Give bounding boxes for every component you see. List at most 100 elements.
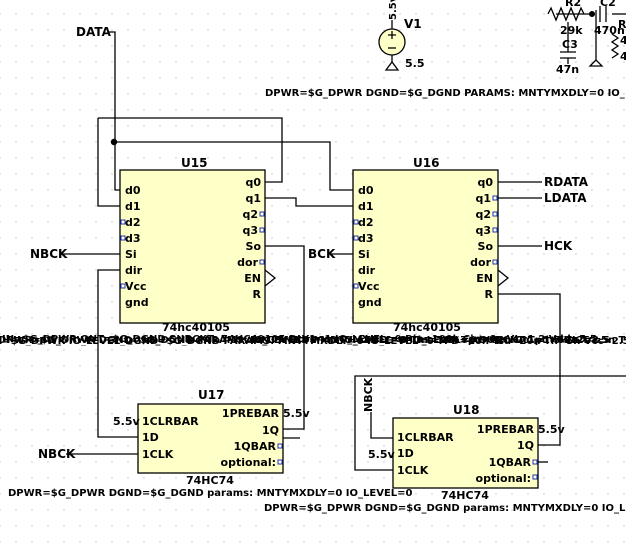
v1-rail-arrow (384, 60, 400, 71)
u17-ref: U17 (198, 388, 224, 402)
u17-pin-clk: 1CLK (142, 448, 174, 461)
params-overlap-c: N=$G_DPWR IO_LEVEL_DGND=$G_DGND PARAMS: … (0, 336, 626, 347)
c3-value-label: 47n (556, 63, 579, 76)
u16-pin-r: R (485, 288, 494, 301)
u15-pin-r: R (253, 288, 262, 301)
u18-part: 74HC74 (441, 489, 489, 502)
r2-ref-label: R2 (565, 0, 581, 9)
v1-source-symbol[interactable] (378, 28, 406, 56)
partial-4b-label: 4 (620, 50, 626, 63)
u18-ref: U18 (453, 403, 479, 417)
u15-body[interactable] (119, 169, 266, 324)
net-label-nbck-u18: NBCK (362, 377, 375, 412)
v1-value-label: 5.5 (405, 57, 425, 70)
u17-pin-clrbar: 1CLRBAR (142, 415, 199, 428)
partial-4-label: 4 (620, 34, 626, 47)
u16-pin-d0: d0 (358, 184, 374, 197)
u15-en-triangle (264, 269, 277, 287)
r2-value-label: 29k (560, 24, 583, 37)
net-label-nbck-bottom: NBCK (38, 447, 76, 461)
params-overlap: DPWR=$G_DPWR DGND=$G_DGND PARAMS: MNTYMX… (0, 334, 626, 347)
u16-pin-vcc: Vcc (358, 280, 380, 293)
partial-r-label: R (618, 18, 626, 31)
u16-pin-q0: q0 (477, 176, 493, 189)
u17-pin-d: 1D (142, 431, 159, 444)
u16-pin-q1: q1 (475, 192, 491, 205)
net-label-ldata: LDATA (544, 191, 587, 205)
v1-rail-top-label: 5.5v (388, 0, 399, 20)
u18-pin-optional: optional: (476, 472, 531, 485)
c2-ref-label: C2 (600, 0, 616, 9)
u18-body[interactable] (392, 417, 539, 489)
u17-pin-qbar: 1QBAR (234, 440, 277, 453)
params-overlap-a: DPWR=$G_DPWR DGND=$G_DGND PARAMS: MNTYMX… (0, 335, 610, 346)
net-label-hck: HCK (544, 239, 573, 253)
u15-pin-q2: q2 (242, 208, 258, 221)
v1-ref-label: V1 (404, 17, 422, 31)
u17-pin-q: 1Q (262, 424, 279, 437)
junction-dot (588, 10, 596, 18)
partial-resistor-symbol (610, 33, 620, 59)
u15-pin-dir: dir (125, 264, 143, 277)
u15-pin-q0: q0 (245, 176, 261, 189)
net-label-data: DATA (76, 25, 112, 39)
u15-pin-q1: q1 (245, 192, 261, 205)
u18-rail-right: 5.5v (538, 423, 565, 436)
u17-body[interactable] (137, 403, 284, 474)
net-label-nbck-top: NBCK (30, 247, 68, 261)
u16-pin-q2: q2 (475, 208, 491, 221)
u17-pin-optional: optional: (221, 456, 276, 469)
u17-pin-prebar: 1PREBAR (222, 407, 280, 420)
u18-pin-qbar: 1QBAR (489, 456, 532, 469)
u18-pin-clrbar: 1CLRBAR (397, 431, 454, 444)
net-label-bck: BCK (308, 247, 336, 261)
u18-params: DPWR=$G_DPWR DGND=$G_DGND params: MNTYMX… (264, 503, 626, 514)
u16-pin-d1: d1 (358, 200, 374, 213)
u15-part: 74hc40105 (162, 321, 230, 334)
u15-pin-so: So (246, 240, 262, 253)
c3-capacitor-symbol[interactable] (560, 51, 576, 59)
labels: DATA NBCK NBCK NBCK BCK RDATA LDATA HCK … (0, 0, 626, 514)
v1-plus-icon (388, 31, 396, 39)
u16-pin-so: So (478, 240, 494, 253)
u18-pin-clk: 1CLK (397, 464, 429, 477)
net-label-rdata: RDATA (544, 175, 589, 189)
u16-body[interactable] (352, 169, 499, 324)
params-overlap-b: IN=$G_DPWR OUT=$G_DGND SUBCKT: 74HC40105… (2, 334, 597, 345)
u16-en-triangle (497, 269, 510, 287)
u16-pin-dir: dir (358, 264, 376, 277)
u17-part: 74HC74 (186, 474, 234, 487)
u15-pin-d1: d1 (125, 200, 141, 213)
u17-rail-right: 5.5v (283, 407, 310, 420)
u18-pin-prebar: 1PREBAR (477, 423, 535, 436)
u16-pin-q3: q3 (475, 224, 491, 237)
u18-pin-d: 1D (397, 447, 414, 460)
u16-pin-d2: d2 (358, 216, 374, 229)
u16-pin-si: Si (358, 248, 370, 261)
u15-pin-vcc: Vcc (125, 280, 147, 293)
c2-value-label: 470n (594, 24, 625, 37)
u15-pin-d2: d2 (125, 216, 141, 229)
u15-pin-si: Si (125, 248, 137, 261)
c2-capacitor-symbol[interactable] (599, 6, 607, 22)
u16-part: 74hc40105 (393, 321, 461, 334)
r2-resistor-symbol[interactable] (547, 6, 585, 22)
u15-pin-gnd: gnd (125, 296, 149, 309)
u15-pin-dor: dor (237, 256, 258, 269)
u17-params: DPWR=$G_DPWR DGND=$G_DGND params: MNTYMX… (8, 488, 413, 499)
u18-rail-left: 5.5v (368, 448, 395, 461)
u18-pin-q: 1Q (517, 439, 534, 452)
u15-pin-d3: d3 (125, 232, 141, 245)
pin-markers (120, 195, 538, 480)
u16-pin-gnd: gnd (358, 296, 382, 309)
u17-rail-left: 5.5v (113, 415, 140, 428)
u15-pin-q3: q3 (242, 224, 258, 237)
u16-pin-dor: dor (470, 256, 491, 269)
u16-pin-d3: d3 (358, 232, 374, 245)
u15-ref: U15 (181, 156, 207, 170)
u16-ref: U16 (413, 156, 439, 170)
u15-pin-en: EN (244, 272, 261, 285)
u15-pin-d0: d0 (125, 184, 141, 197)
c3-ref-label: C3 (562, 38, 578, 51)
